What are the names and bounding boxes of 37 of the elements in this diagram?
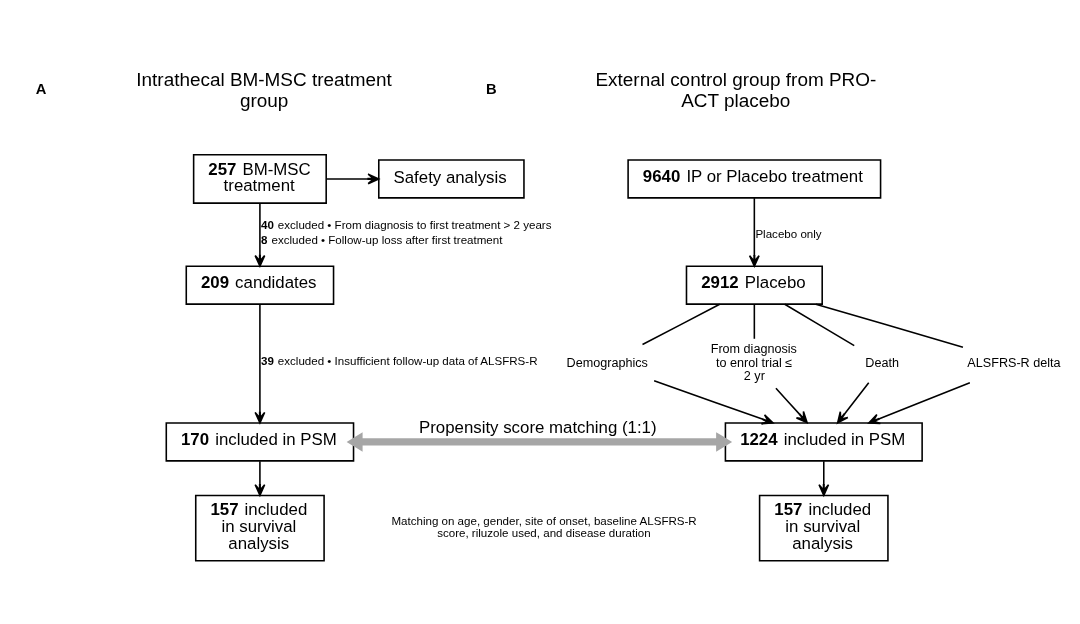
node-box: 9640 IP or Placebo treatment (627, 159, 882, 199)
edge-label: 40 excluded • From diagnosis to first treatment > 2 years 8 excluded • Follow-up loss after first treatment (260, 219, 552, 246)
node-text: ALSFRS-R delta (967, 355, 1061, 370)
edge-label: Propensity score matching (1:1) (419, 418, 657, 438)
node-box: 209 candidates (185, 265, 335, 305)
edge-label: Placebo only (755, 227, 822, 240)
arrow (818, 460, 830, 497)
arrow (775, 387, 808, 424)
node-box: 157 included in survival analysis (194, 494, 325, 562)
connector (641, 303, 721, 346)
node-text: From diagnosis to enrol trial ≤ 2 yr (710, 342, 797, 384)
label: A (35, 81, 47, 98)
node-box: Safety analysis (378, 159, 525, 199)
node-box: 2912 Placebo (685, 265, 823, 305)
arrow (748, 197, 760, 267)
node-text: Demographics (566, 355, 648, 370)
arrow (254, 303, 266, 424)
node-box: 257 BM-MSC treatment (192, 153, 327, 204)
node-box: 170 included in PSM (165, 422, 355, 462)
label: Matching on age, gender, site of onset, baseline ALSFRS-R score, riluzole used, and disease duration (391, 514, 697, 540)
arrow (254, 460, 266, 497)
node-box: 1224 included in PSM (724, 422, 923, 462)
arrow (325, 173, 380, 185)
arrow (868, 381, 971, 425)
arrow (254, 202, 266, 267)
label: Intrathecal BM-MSC treatment group (136, 68, 392, 111)
connector (815, 303, 964, 348)
arrow (346, 432, 733, 452)
connector (783, 303, 856, 347)
edge-label: 39 excluded • Insufficient follow-up data of ALSFRS-R (260, 355, 538, 368)
node-box: 157 included in survival analysis (758, 494, 889, 562)
label: B (486, 81, 497, 98)
node-text: Death (865, 355, 899, 370)
label: External control group from PRO-ACT placebo (595, 68, 877, 111)
arrow (653, 380, 774, 425)
arrow (836, 381, 870, 424)
connector (753, 303, 756, 340)
